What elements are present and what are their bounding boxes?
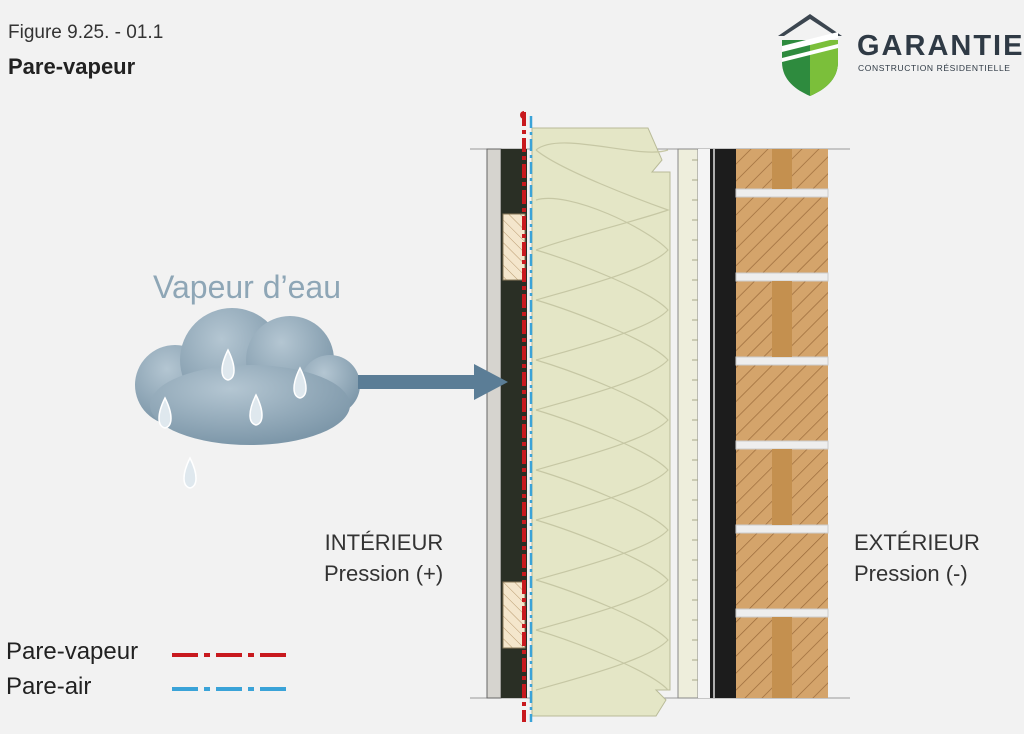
- vapor-flow-arrow: [358, 364, 508, 400]
- legend-vapor-barrier-label: Pare-vapeur: [6, 638, 139, 665]
- interior-title: INTÉRIEUR: [324, 530, 444, 555]
- exterior-pressure: Pression (-): [854, 561, 968, 586]
- vapor-label: Vapeur d’eau: [153, 269, 341, 305]
- legend-air-barrier-label: Pare-air: [6, 673, 92, 700]
- brick-veneer: [735, 149, 829, 698]
- figure-number: Figure 9.25. - 01.1: [8, 22, 164, 43]
- exterior-title: EXTÉRIEUR: [854, 530, 980, 555]
- interior-pressure: Pression (+): [324, 561, 444, 586]
- garantie-logo-icon: [778, 14, 842, 96]
- sheathing-texture: [692, 159, 698, 681]
- sheathing: [677, 148, 699, 699]
- gypsum-board: [486, 148, 502, 699]
- air-gap: [698, 149, 710, 698]
- interior-label: INTÉRIEUR Pression (+): [324, 527, 443, 589]
- water-drop-icons: [158, 348, 307, 489]
- exterior-label: EXTÉRIEUR Pression (-): [854, 527, 980, 589]
- logo-subtitle: CONSTRUCTION RÉSIDENTIELLE: [858, 63, 1011, 73]
- insulation-batt: [531, 127, 671, 717]
- furring-strip: [502, 213, 526, 281]
- furring-strip: [502, 581, 526, 649]
- logo-name: GARANTIE: [857, 30, 1024, 62]
- insulation-pattern: [535, 142, 670, 691]
- figure-title: Pare-vapeur: [8, 54, 136, 79]
